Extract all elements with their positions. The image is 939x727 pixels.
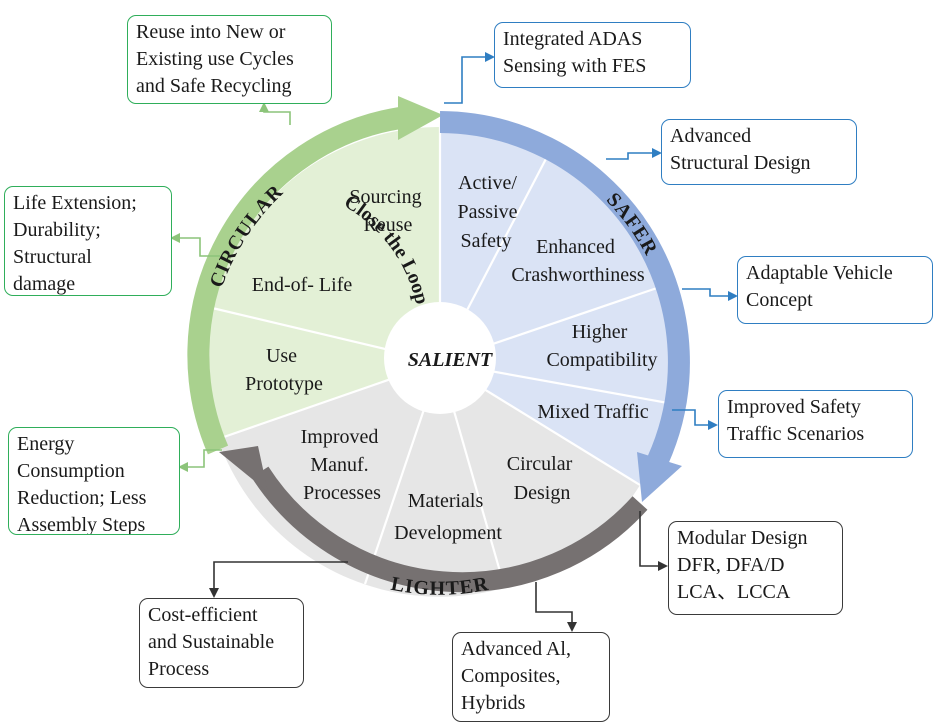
segment-use-prototype: Use Prototype <box>245 345 323 395</box>
connector-energy <box>178 449 222 472</box>
segment-mixed-traffic: Mixed Traffic <box>537 401 648 423</box>
salient-center <box>384 302 496 414</box>
segment-enhanced-crashworthiness: Enhanced Crashworthiness <box>511 236 645 286</box>
segment-sourcing-reuse: Sourcing Reuse <box>349 186 426 236</box>
segment-end-of-life: End-of- Life <box>252 274 353 296</box>
box-improved-safety: Improved Safety Traffic Scenarios <box>718 390 913 458</box>
circular-arrowhead <box>398 96 443 140</box>
circular-sector <box>205 127 440 439</box>
box-modular-design: Modular Design DFR, DFA/D LCA、LCCA <box>668 521 843 615</box>
segment-active-passive-safety: Active/ Passive Safety <box>458 172 523 252</box>
box-adaptable-vehicle: Adaptable Vehicle Concept <box>737 256 933 324</box>
connector-structural <box>606 148 662 160</box>
connector-safety-traffic <box>672 409 718 430</box>
box-life-extension: Life Extension; Durability; Structural d… <box>4 186 172 296</box>
segment-higher-compatibility: Higher Compatibility <box>546 321 657 371</box>
salient-label: SALIENT <box>408 349 493 371</box>
lighter-arc <box>251 466 648 593</box>
connector-cost <box>209 561 348 598</box>
connector-materials <box>535 582 577 632</box>
safer-arrowhead <box>637 452 682 502</box>
box-cost-efficient: Cost-efficient and Sustainable Process <box>139 598 304 688</box>
circular-arc <box>187 107 402 455</box>
box-energy-consumption: Energy Consumption Reduction; Less Assem… <box>8 427 180 535</box>
box-advanced-materials: Advanced Al, Composites, Hybrids <box>452 632 610 722</box>
connector-modular <box>639 511 668 571</box>
safer-arc <box>439 111 690 465</box>
box-advanced-structural: Advanced Structural Design <box>661 119 857 185</box>
connector-life-extension <box>170 233 220 257</box>
connector-adas <box>444 52 495 104</box>
segment-improved-manuf-processes: Improved Manuf. Processes <box>301 426 384 504</box>
connector-reuse <box>259 102 291 125</box>
lighter-arrowhead <box>219 446 268 492</box>
segment-materials-development: Materials Development <box>394 490 502 544</box>
segment-circular-design: Circular Design <box>507 453 578 504</box>
connector-adaptable <box>682 288 738 301</box>
box-reuse-recycling: Reuse into New or Existing use Cycles an… <box>127 15 332 104</box>
box-integrated-adas: Integrated ADAS Sensing with FES <box>494 22 691 88</box>
